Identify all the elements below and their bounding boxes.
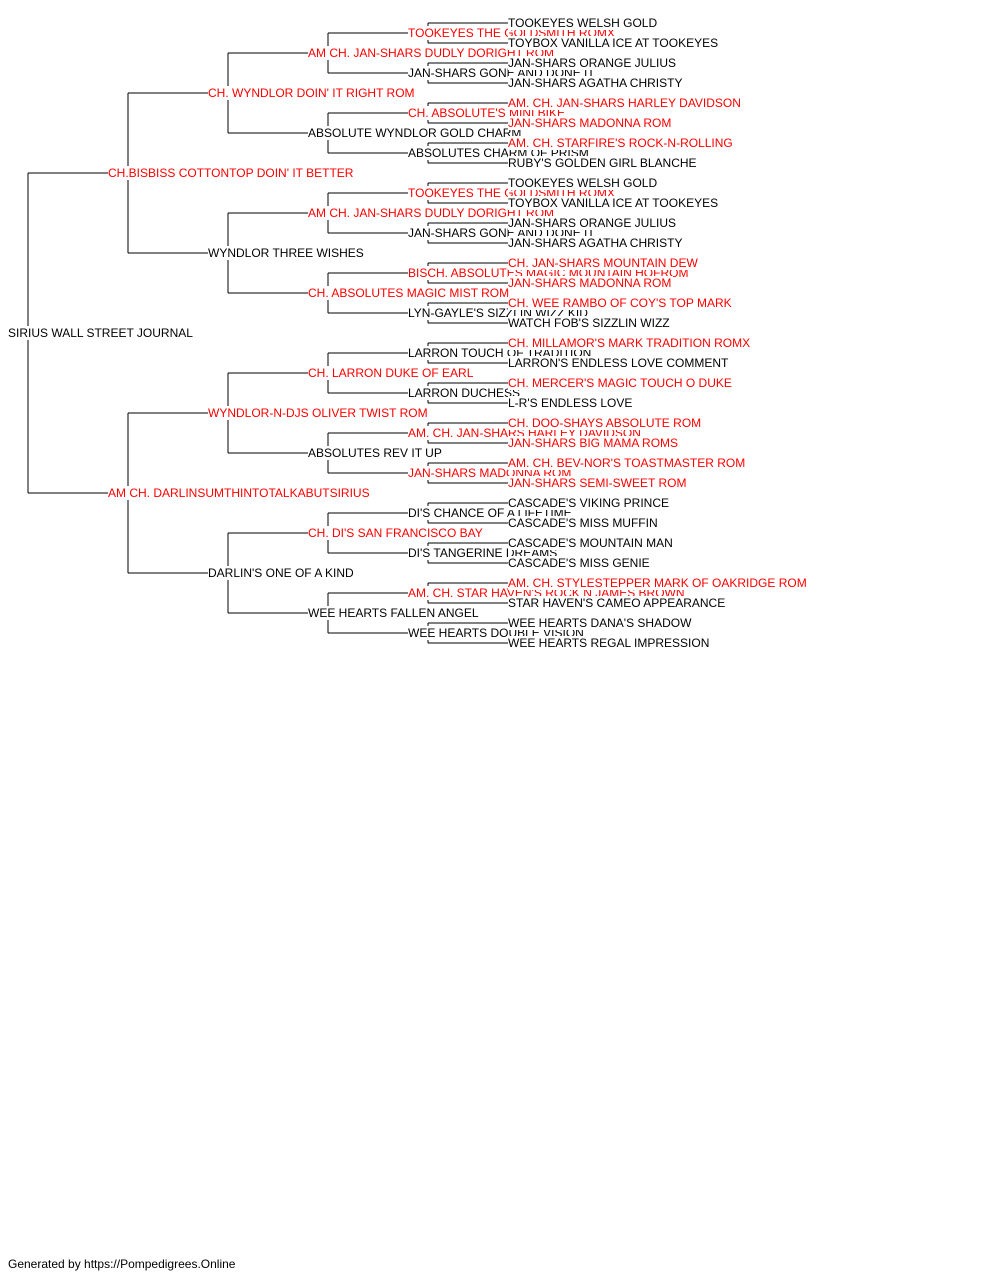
pedigree-entry: WEE HEARTS DANA'S SHADOW	[508, 616, 694, 630]
pedigree-entry: SIRIUS WALL STREET JOURNAL	[8, 326, 195, 340]
pedigree-entry: WYNDLOR THREE WISHES	[208, 246, 366, 260]
pedigree-entry: CASCADE'S VIKING PRINCE	[508, 496, 671, 510]
pedigree-entry: JAN-SHARS MADONNA ROM	[508, 276, 674, 290]
pedigree-entry: AM CH. JAN-SHARS DUDLY DORIGHT ROM	[308, 46, 557, 60]
pedigree-entry: WEE HEARTS FALLEN ANGEL	[308, 606, 481, 620]
generated-by-footer: Generated by https://Pompedigrees.Online	[8, 1257, 236, 1271]
pedigree-entry: DARLIN'S ONE OF A KIND	[208, 566, 356, 580]
pedigree-entry: L-R'S ENDLESS LOVE	[508, 396, 635, 410]
pedigree-entry: WYNDLOR-N-DJS OLIVER TWIST ROM	[208, 406, 430, 420]
pedigree-entry: JAN-SHARS MADONNA ROM	[508, 116, 674, 130]
pedigree-entry: CASCADE'S MISS GENIE	[508, 556, 652, 570]
pedigree-entry: WATCH FOB'S SIZZLIN WIZZ	[508, 316, 672, 330]
pedigree-entry: LARRON DUCHESS	[408, 386, 523, 400]
pedigree-entry: ABSOLUTE WYNDLOR GOLD CHARM	[308, 126, 524, 140]
pedigree-entry: TOYBOX VANILLA ICE AT TOOKEYES	[508, 36, 721, 50]
pedigree-entry: ABSOLUTES REV IT UP	[308, 446, 444, 460]
pedigree-entry: JAN-SHARS AGATHA CHRISTY	[508, 236, 685, 250]
pedigree-entry: CH. WEE RAMBO OF COY'S TOP MARK	[508, 296, 734, 310]
pedigree-entry: TOOKEYES WELSH GOLD	[508, 16, 660, 30]
pedigree-entry: JAN-SHARS ORANGE JULIUS	[508, 56, 679, 70]
pedigree-entry: AM. CH. STARFIRE'S ROCK-N-ROLLING	[508, 136, 735, 150]
pedigree-entry: RUBY'S GOLDEN GIRL BLANCHE	[508, 156, 699, 170]
pedigree-entry: AM. CH. JAN-SHARS HARLEY DAVIDSON	[508, 96, 743, 110]
pedigree-entry: LARRON'S ENDLESS LOVE COMMENT	[508, 356, 731, 370]
pedigree-entry: TOOKEYES WELSH GOLD	[508, 176, 660, 190]
pedigree-entry: CASCADE'S MISS MUFFIN	[508, 516, 660, 530]
pedigree-entry: WEE HEARTS REGAL IMPRESSION	[508, 636, 712, 650]
pedigree-entry: CH. DI'S SAN FRANCISCO BAY	[308, 526, 485, 540]
pedigree-entry: AM. CH. BEV-NOR'S TOASTMASTER ROM	[508, 456, 748, 470]
pedigree-entry: CH. ABSOLUTES MAGIC MIST ROM	[308, 286, 512, 300]
pedigree-entry: CH. DOO-SHAYS ABSOLUTE ROM	[508, 416, 704, 430]
pedigree-entry: STAR HAVEN'S CAMEO APPEARANCE	[508, 596, 728, 610]
pedigree-entry: JAN-SHARS ORANGE JULIUS	[508, 216, 679, 230]
pedigree-entry: AM CH. JAN-SHARS DUDLY DORIGHT ROM	[308, 206, 557, 220]
pedigree-entry: CASCADE'S MOUNTAIN MAN	[508, 536, 675, 550]
pedigree-entry: JAN-SHARS AGATHA CHRISTY	[508, 76, 685, 90]
pedigree-entry: CH. WYNDLOR DOIN' IT RIGHT ROM	[208, 86, 417, 100]
pedigree-entry: JAN-SHARS SEMI-SWEET ROM	[508, 476, 689, 490]
pedigree-entry: CH.BISBISS COTTONTOP DOIN' IT BETTER	[108, 166, 356, 180]
pedigree-entry: AM. CH. STYLESTEPPER MARK OF OAKRIDGE RO…	[508, 576, 809, 590]
pedigree-entry: CH. MERCER'S MAGIC TOUCH O DUKE	[508, 376, 734, 390]
pedigree-entry: CH. LARRON DUKE OF EARL	[308, 366, 476, 380]
pedigree-entry: JAN-SHARS BIG MAMA ROMS	[508, 436, 681, 450]
pedigree-entry: CH. MILLAMOR'S MARK TRADITION ROMX	[508, 336, 753, 350]
pedigree-entry: CH. JAN-SHARS MOUNTAIN DEW	[508, 256, 700, 270]
pedigree-entry: AM CH. DARLINSUMTHINTOTALKABUTSIRIUS	[108, 486, 372, 500]
pedigree-entry: TOYBOX VANILLA ICE AT TOOKEYES	[508, 196, 721, 210]
